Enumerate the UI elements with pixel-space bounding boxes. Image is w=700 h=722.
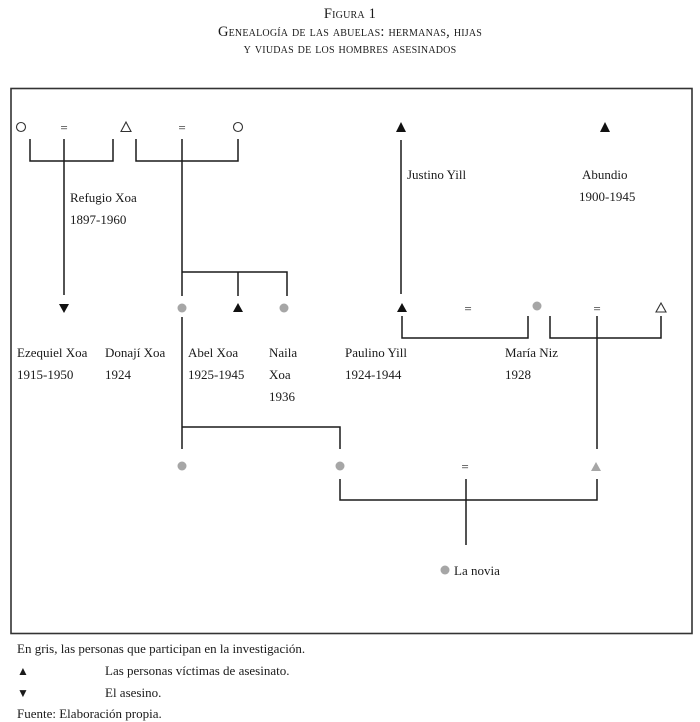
filled-triangle-abel-icon xyxy=(233,303,243,312)
label-abel-years: 1925-1945 xyxy=(188,367,244,382)
legend-victims-text: Las personas víctimas de asesinato. xyxy=(105,663,290,678)
gray-circle-icon xyxy=(177,461,187,471)
open-triangle-icon xyxy=(655,301,667,313)
label-ezequiel-name: Ezequiel Xoa xyxy=(17,345,88,360)
legend-item-victims: ▲ Las personas víctimas de asesinato. xyxy=(17,663,289,679)
marriage-symbol: = xyxy=(60,120,67,135)
label-refugio-years: 1897-1960 xyxy=(70,212,126,227)
label-maria-years: 1928 xyxy=(505,367,531,382)
label-abundio-name: Abundio xyxy=(582,167,628,182)
connector-lines xyxy=(29,139,662,545)
label-maria-name: María Niz xyxy=(505,345,558,360)
label-donaji-name: Donají Xoa xyxy=(105,345,166,360)
marriage-bracket-refugio xyxy=(29,139,114,162)
open-circle-icon xyxy=(232,121,244,133)
legend-item-killer: ▼ El asesino. xyxy=(17,685,161,701)
person-labels: Refugio Xoa 1897-1960 Justino Yill Abund… xyxy=(17,167,635,578)
marriage-bracket-bottom xyxy=(339,479,598,501)
label-novia-name: La novia xyxy=(454,563,500,578)
filled-triangle-up-icon: ▲ xyxy=(17,664,29,678)
figure-number: Figura 1 xyxy=(323,6,377,22)
legend-source: Fuente: Elaboración propia. xyxy=(17,706,162,721)
label-paulino-name: Paulino Yill xyxy=(345,345,407,360)
label-paulino-years: 1924-1944 xyxy=(345,367,402,382)
legend-gray-note: En gris, las personas que participan en … xyxy=(17,641,306,656)
symbols: = = = = = xyxy=(15,120,667,575)
marriage-symbol: = xyxy=(178,120,185,135)
legend-killer-text: El asesino. xyxy=(105,685,162,700)
filled-triangle-paulino-icon xyxy=(397,303,407,312)
filled-triangle-abundio-icon xyxy=(600,122,610,132)
marriage-bracket-paulino-maria xyxy=(401,316,529,339)
diagram-frame xyxy=(10,87,693,635)
open-triangle-icon xyxy=(120,120,132,133)
marriage-bracket-maria-second xyxy=(549,316,662,339)
filled-triangle-justino-icon xyxy=(396,122,406,132)
gray-circle-novia-icon xyxy=(440,565,450,575)
label-naila-years: 1936 xyxy=(269,389,296,404)
marriage-symbol: = xyxy=(461,459,468,474)
marriage-symbol: = xyxy=(464,301,471,316)
label-naila-name-2: Xoa xyxy=(269,367,291,382)
label-refugio-name: Refugio Xoa xyxy=(70,190,137,205)
child-bar-donaji xyxy=(182,426,341,449)
gray-triangle-icon xyxy=(591,462,601,471)
gray-circle-icon xyxy=(335,461,345,471)
sibling-bar xyxy=(182,271,288,296)
label-justino-name: Justino Yill xyxy=(407,167,467,182)
open-circle-icon xyxy=(15,121,27,133)
filled-triangle-down-ezequiel-icon xyxy=(59,304,69,313)
label-ezequiel-years: 1915-1950 xyxy=(17,367,73,382)
gray-circle-donaji-icon xyxy=(177,303,187,313)
label-abel-name: Abel Xoa xyxy=(188,345,238,360)
gray-circle-maria-icon xyxy=(532,301,542,311)
filled-triangle-down-icon: ▼ xyxy=(17,686,29,700)
label-donaji-years: 1924 xyxy=(105,367,132,382)
label-naila-name-1: Naila xyxy=(269,345,297,360)
gray-circle-naila-icon xyxy=(279,303,289,313)
label-abundio-years: 1900-1945 xyxy=(579,189,635,204)
marriage-bracket-second xyxy=(135,139,239,162)
figure-title-line-2: y viudas de los hombres asesinados xyxy=(243,41,457,57)
figure-title-line-1: Genealogía de las abuelas: hermanas, hij… xyxy=(217,24,483,40)
marriage-symbol: = xyxy=(593,301,600,316)
